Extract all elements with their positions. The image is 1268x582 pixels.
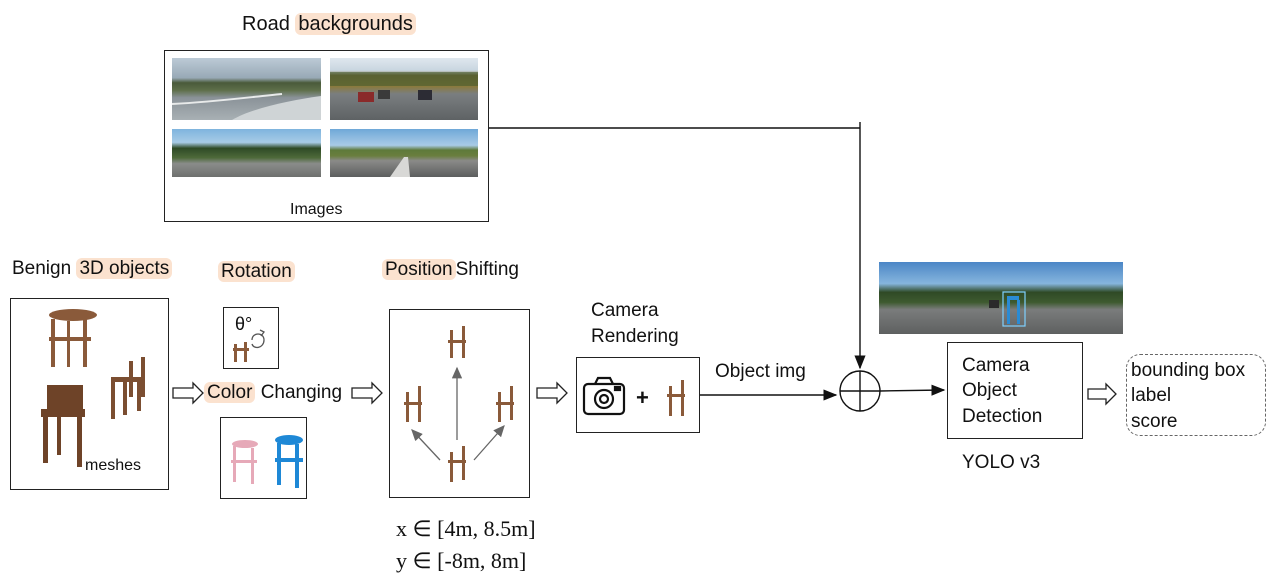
output-score: score [1131,411,1178,432]
detection-result-image [879,262,1123,334]
blue-chair-icon [1007,296,1020,324]
road-photo [172,129,321,177]
output-label: label [1131,385,1172,406]
object-img-label: Object img [715,361,806,382]
plus-sign: + [636,385,649,410]
detector-line-2: Object [962,380,1017,401]
road-photo [172,58,321,120]
color-panel [220,417,307,499]
chair-icon [404,386,422,422]
chair-icon [448,446,466,482]
rotate-icon [251,329,265,349]
hollow-arrow-icon [351,381,383,405]
rotation-panel: θ° [223,307,279,369]
x-range-label: x ∈ [4m, 8.5m] [396,516,536,541]
benign-objects-title: Benign 3D objects [12,257,173,281]
detector-model-label: YOLO v3 [962,452,1041,473]
chair-icon [667,380,685,416]
position-panel [389,309,530,498]
road-photo [330,58,478,120]
y-range-label: y ∈ [-8m, 8m] [396,548,527,573]
hollow-arrow-icon [536,381,568,405]
benign-title-highlight: 3D objects [76,258,173,279]
camera-icon [582,376,626,416]
pink-chair-icon [231,440,258,484]
position-title-highlight: Position [382,259,456,280]
output-bounding-box: bounding box [1131,360,1246,381]
detector-line-1: Camera [962,355,1030,376]
images-caption: Images [290,201,343,218]
benign-title-plain: Benign [12,258,72,279]
detector-box: Camera Object Detection [947,342,1083,439]
rotation-title: Rotation [218,260,295,284]
camera-rendering-panel: + [576,357,700,433]
color-title-plain: Changing [260,382,343,403]
chair-icon [496,386,514,422]
camera-rendering-title-1: Camera [591,300,659,321]
sum-node-icon [839,370,881,412]
road-backgrounds-title: Road backgrounds [242,12,416,36]
theta-label: θ° [235,314,253,334]
road-photo [330,129,478,177]
hollow-arrow-icon [1087,382,1117,406]
outputs-box: bounding box label score [1126,354,1266,436]
detector-line-3: Detection [962,406,1043,427]
meshes-caption: meshes [85,457,142,474]
road-title-highlight: backgrounds [295,13,416,35]
round-chair-icon [49,309,97,367]
chair-icon [111,357,145,419]
color-changing-title: Color Changing [204,381,342,405]
camera-rendering-title-2: Rendering [591,326,679,347]
blue-chair-icon [275,435,303,488]
shift-arrow-right [473,425,505,461]
position-title-plain: Shifting [455,259,519,280]
sum-to-detector-arrow [879,384,946,396]
hollow-arrow-icon [172,381,204,405]
chair-icon [41,385,85,467]
chair-icon [233,342,249,362]
meshes-panel: meshes [10,298,169,490]
shift-arrow-left [411,429,441,461]
road-title-plain: Road [242,13,290,35]
color-title-highlight: Color [204,382,256,403]
chair-icon [448,326,466,358]
rotation-title-highlight: Rotation [218,261,295,282]
